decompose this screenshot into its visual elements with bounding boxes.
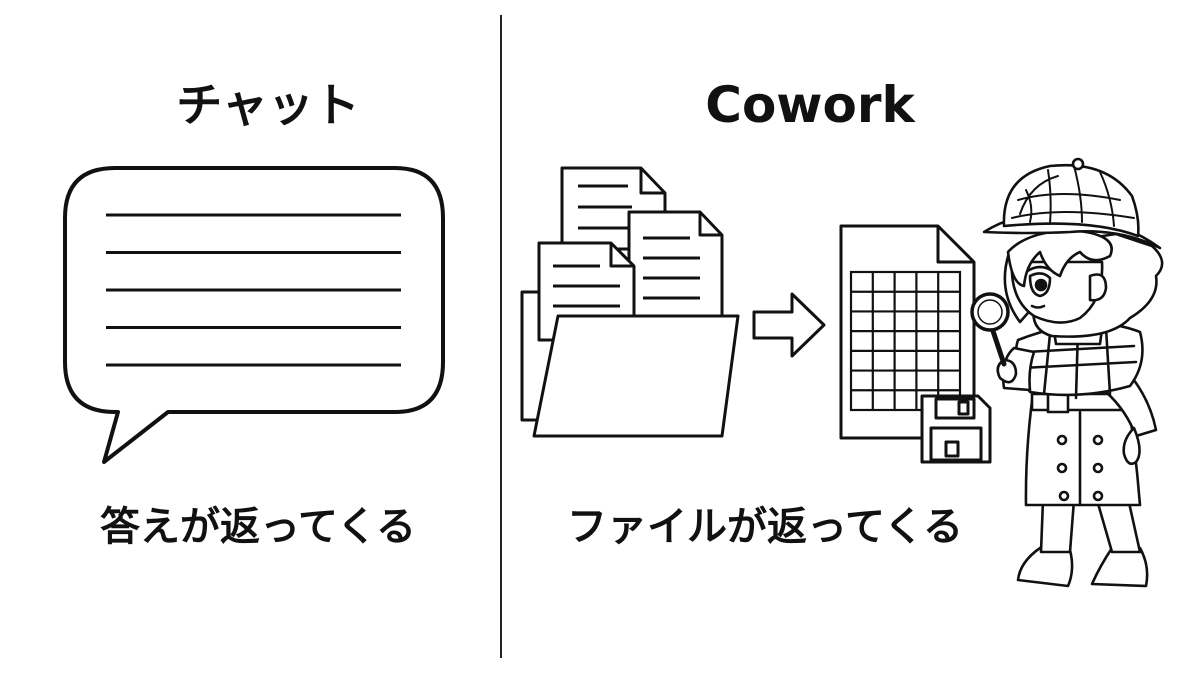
cowork-caption: ファイルが返ってくる (567, 504, 963, 550)
detective-character-illustration (970, 157, 1164, 588)
floppy-disk-icon (920, 394, 992, 464)
spreadsheet-grid (849, 270, 962, 412)
speech-bubble-icon (63, 166, 445, 464)
speech-bubble-lines (106, 213, 401, 367)
spreadsheet-grid-border (849, 270, 962, 412)
cowork-title: Cowork (705, 76, 915, 134)
chat-title: チャット (176, 78, 360, 132)
chat-caption: 答えが返ってくる (100, 504, 416, 550)
folder-with-documents-icon (520, 166, 740, 438)
right-arrow-icon (752, 292, 826, 358)
